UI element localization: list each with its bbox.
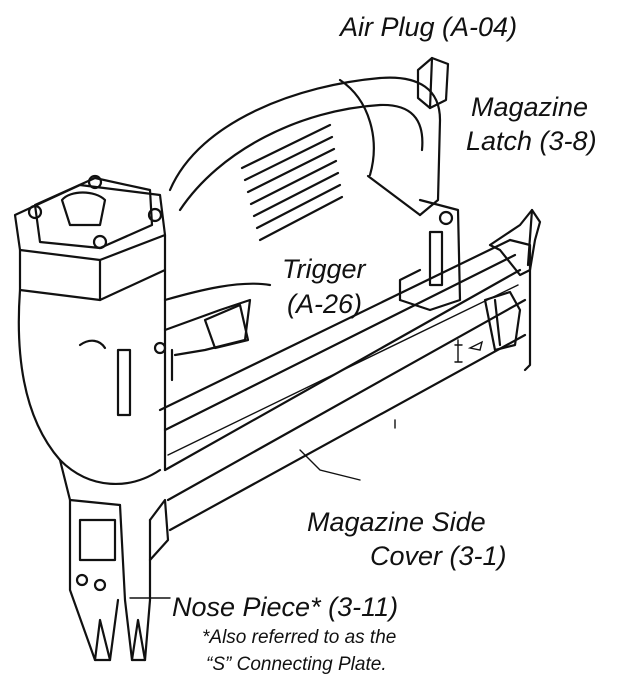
trigger-label-line2: (A-26) <box>287 289 363 319</box>
footnote-line2: “S” Connecting Plate. <box>206 654 387 675</box>
nose-piece-label: Nose Piece* (3-11) <box>172 592 399 622</box>
magazine-latch-part <box>488 208 542 277</box>
magazine-side-cover-label-line2: Cover (3-1) <box>370 541 507 571</box>
air-plug-part <box>416 56 450 110</box>
footnote-line1: *Also referred to as the <box>202 627 397 648</box>
magazine-latch-label-line2: Latch (3-8) <box>466 126 597 156</box>
magazine-side-cover-label-line1: Magazine Side <box>307 507 486 537</box>
trigger-part <box>153 282 272 382</box>
cylinder-body <box>17 268 167 507</box>
nose-piece-part <box>68 498 170 662</box>
magazine-rails <box>158 238 532 532</box>
trigger-label-line1: Trigger <box>282 254 366 284</box>
leader-lines <box>129 449 361 599</box>
magazine-latch-label-line1: Magazine <box>471 92 589 122</box>
air-plug-label: Air Plug (A-04) <box>340 12 518 42</box>
rear-bracket <box>398 198 462 312</box>
handle-body <box>168 76 442 242</box>
head-cap <box>13 174 167 302</box>
